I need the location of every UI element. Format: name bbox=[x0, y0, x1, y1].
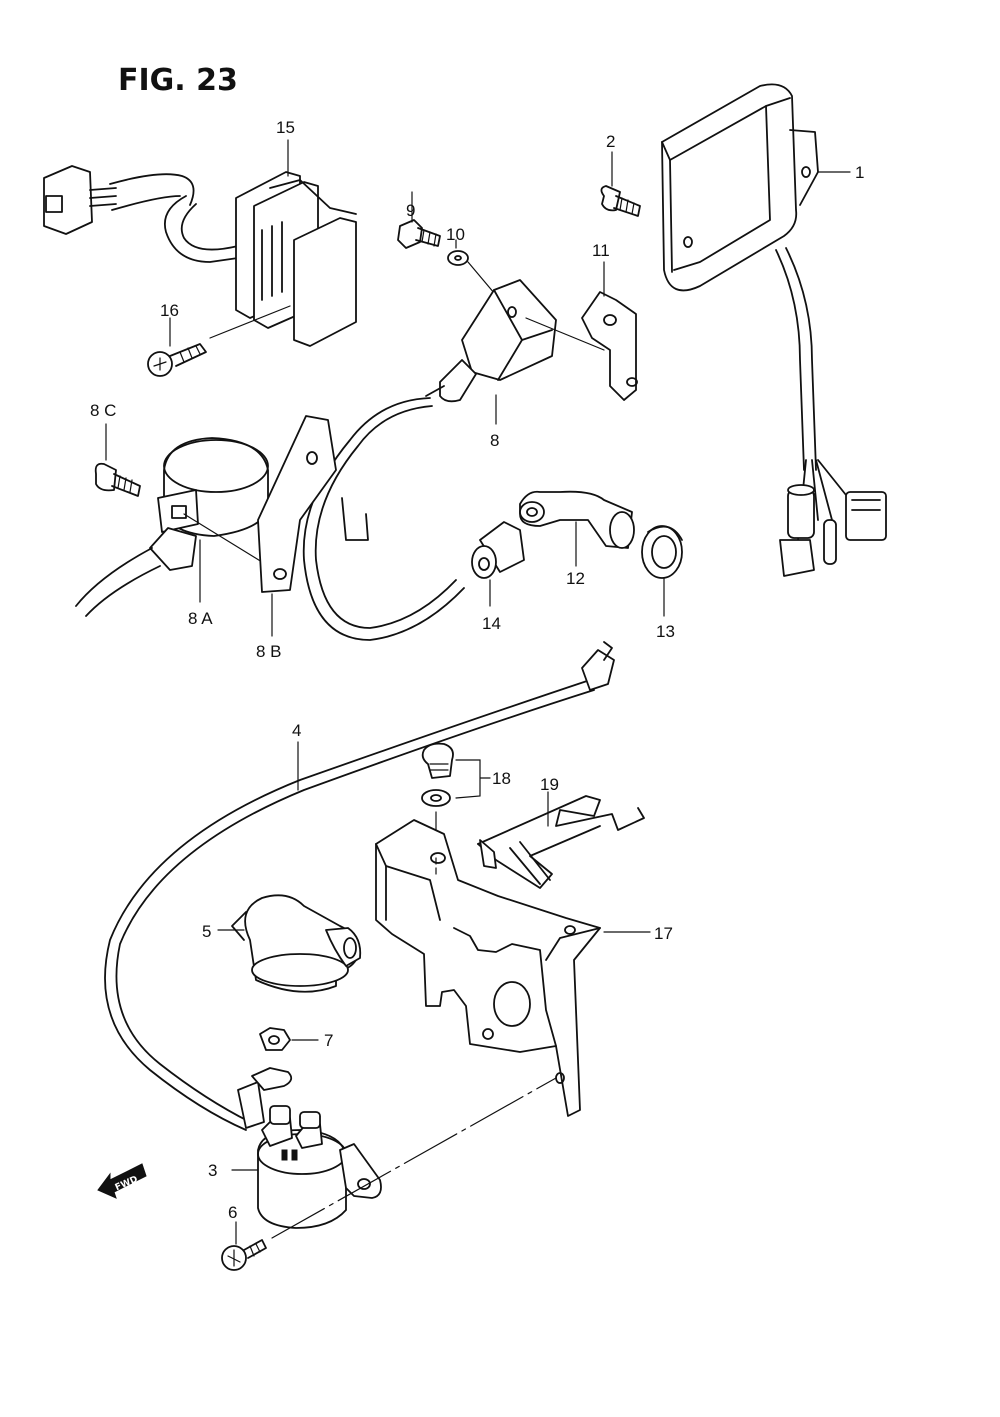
callout-16: 16 bbox=[160, 301, 179, 320]
callout-11: 11 bbox=[592, 241, 610, 260]
washer-part-10 bbox=[447, 239, 501, 301]
ignition-coil-part-8 bbox=[425, 279, 605, 425]
seal-part-13 bbox=[641, 525, 683, 617]
callout-8: 8 bbox=[490, 431, 499, 450]
screw-part-2 bbox=[600, 151, 641, 217]
spark-plug-cap-part-12 bbox=[519, 490, 635, 567]
callout-18: 18 bbox=[492, 769, 511, 788]
callout-4: 4 bbox=[292, 721, 301, 740]
bracket-part-17 bbox=[375, 819, 651, 1117]
figure-title: FIG. 23 bbox=[118, 63, 238, 98]
starter-solenoid-part-3 bbox=[231, 1105, 382, 1229]
callout-5: 5 bbox=[202, 922, 211, 941]
callout-14: 14 bbox=[482, 614, 501, 633]
screw-part-8c bbox=[94, 423, 141, 497]
callout-10: 10 bbox=[446, 225, 465, 244]
terminal-part-14 bbox=[471, 521, 525, 607]
callout-17: 17 bbox=[654, 924, 673, 943]
cap-part-5 bbox=[217, 894, 362, 993]
callout-9: 9 bbox=[406, 201, 415, 220]
nut-part-7 bbox=[259, 1027, 319, 1051]
high-tension-lead bbox=[302, 397, 465, 641]
callout-8b: 8 B bbox=[256, 642, 282, 661]
bracket-part-8b bbox=[257, 415, 369, 637]
screw-part-16 bbox=[147, 305, 291, 377]
bolt-part-9 bbox=[397, 191, 441, 249]
callout-3: 3 bbox=[208, 1161, 217, 1180]
ignition-coil-part-8a bbox=[75, 437, 269, 617]
regulator-rectifier bbox=[43, 139, 357, 347]
callout-8a: 8 A bbox=[188, 609, 213, 628]
clamp-part-19 bbox=[477, 791, 645, 889]
callout-8c: 8 C bbox=[90, 401, 116, 420]
callout-19: 19 bbox=[540, 775, 559, 794]
callout-7: 7 bbox=[324, 1031, 333, 1050]
callout-2: 2 bbox=[606, 132, 615, 151]
callout-15: 15 bbox=[276, 118, 295, 137]
screw-part-6 bbox=[221, 1221, 267, 1271]
lead-wire-part-4 bbox=[104, 641, 615, 1131]
cdi-unit bbox=[661, 83, 887, 577]
callout-6: 6 bbox=[228, 1203, 237, 1222]
callout-12: 12 bbox=[566, 569, 585, 588]
callout-1: 1 bbox=[855, 163, 864, 182]
callout-13: 13 bbox=[656, 622, 675, 641]
assembly-alignment-lines bbox=[271, 857, 557, 1239]
bracket-part-11 bbox=[581, 261, 638, 401]
forward-direction-arrow-icon: FWD bbox=[97, 1163, 147, 1199]
bolt-washer-part-18 bbox=[421, 742, 491, 855]
